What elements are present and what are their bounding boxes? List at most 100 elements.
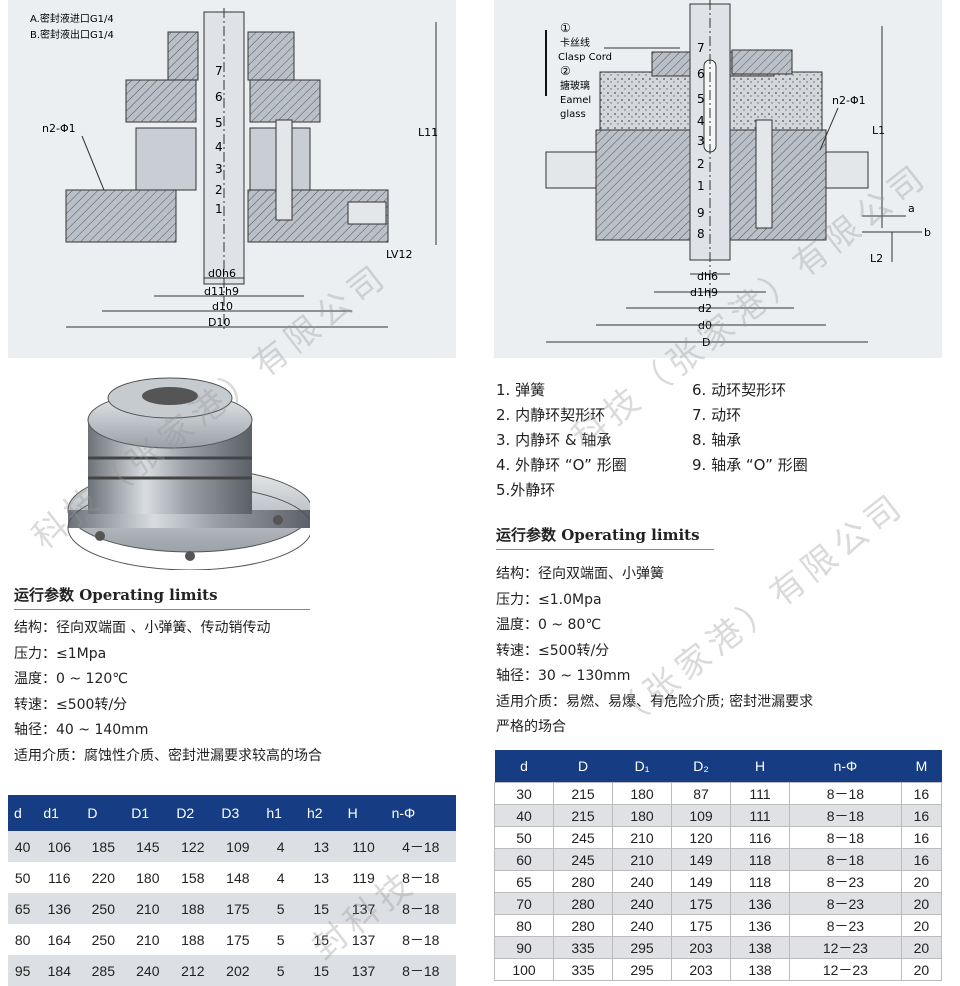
right-part-2: 2 [697,157,705,171]
callout-2-en2: glass [560,109,586,120]
col-header: D [553,750,613,783]
cell: 335 [553,958,613,981]
callout-1-cn: 卡丝线 [560,36,590,49]
cell: 5 [260,893,301,924]
col-header: D2 [170,795,216,831]
left-dim-d11h9: d11h9 [204,285,239,298]
cell: 175 [671,892,731,915]
right-hole-label: n2-Φ1 [832,94,866,107]
right-dim-d0: d0 [698,319,712,332]
cell: 295 [612,958,672,981]
cell: 16 [900,826,943,849]
cell: 87 [671,782,731,805]
cell: 15 [300,893,342,924]
callout-1-num: ① [560,21,571,35]
photo-bolt-hole-1 [95,531,105,541]
left-collar-left [167,31,199,81]
col-header: d1 [37,795,82,831]
left-part-7: 7 [215,64,223,78]
right-limits-title: 运行参数 Operating limits [496,524,714,550]
cell: 215 [553,782,613,805]
left-dim-D10: D10 [208,316,230,329]
cell: 111 [730,782,790,805]
cell: 8－23 [789,892,902,915]
cell: 149 [671,870,731,893]
cell: 8－23 [789,870,902,893]
cell: 50 [494,826,554,849]
col-header: D₁ [612,750,672,783]
cell: 180 [612,804,672,827]
cell: 188 [170,893,216,924]
cell: 65 [494,870,554,893]
right-part-4: 4 [697,114,705,128]
right-dim-d2: d2 [698,302,712,315]
right-collar-left [651,51,693,77]
col-header: H [730,750,790,783]
right-gland-left [599,71,697,131]
col-header: n-Φ [385,795,456,831]
right-part-6: 6 [697,67,705,81]
cell: 60 [494,848,554,871]
spec-line: 温度：0 ~ 80℃ [496,617,602,633]
cell: 203 [671,936,731,959]
right-dim-L2: L2 [870,252,883,265]
col-header: d [494,750,554,783]
callout-2-cn: 搪玻璃 [560,79,590,92]
cell: 65 [8,893,38,924]
cell: 210 [125,893,171,924]
cell: 280 [553,870,613,893]
left-port-fitting [347,201,387,225]
col-header: h2 [300,795,342,831]
cell: 13 [300,831,342,862]
cell: 250 [81,893,126,924]
cell: 90 [494,936,554,959]
col-header: h1 [260,795,301,831]
cell: 12－23 [789,936,902,959]
right-part-9: 9 [697,206,705,220]
cell: 116 [37,862,82,893]
cell: 120 [671,826,731,849]
cell: 8－18 [385,924,456,955]
left-dim-L11: L11 [418,126,438,139]
cell: 30 [494,782,554,805]
cell: 110 [341,831,386,862]
cell: 240 [612,870,672,893]
left-gland-right [249,79,321,123]
cell: 8－18 [385,862,456,893]
cell: 138 [730,936,790,959]
part-item: 7. 动环 [692,406,742,424]
callout-1-en: Clasp Cord [558,52,612,63]
left-hole-label: n2-Φ1 [42,122,76,135]
cell: 180 [125,862,171,893]
parts-list-col-1: 1. 弹簧 2. 内静环契形环 3. 内静环 & 轴承 4. 外静环 “O” 形… [496,378,627,503]
left-dim-d10: d10 [212,300,233,313]
cell: 80 [494,914,554,937]
cell: 4－18 [385,831,456,862]
legend-a: A.密封液进口G1/4 [30,12,114,25]
part-item: 5.外静环 [496,481,556,499]
spec-line: 温度：0 ~ 120℃ [14,671,128,687]
cell: 40 [8,831,38,862]
cell: 164 [37,924,82,955]
photo-bore [142,387,198,405]
cell: 220 [81,862,126,893]
part-item: 1. 弹簧 [496,381,546,399]
left-collar-right [247,31,295,81]
right-seal-drawing: ① 卡丝线 Clasp Cord ② 搪玻璃 Eamel glass 7 6 5… [494,0,942,358]
table-header-row: d D D₁ D₂ H n-Φ M [494,750,942,783]
part-item: 2. 内静环契形环 [496,406,606,424]
right-dim-L1: L1 [872,124,885,137]
cell: 158 [170,862,216,893]
cell: 210 [612,848,672,871]
parts-list-col-2: 6. 动环契形环 7. 动环 8. 轴承 9. 轴承 “O” 形圈 [692,378,808,478]
part-item: 3. 内静环 & 轴承 [496,431,612,449]
cell: 5 [260,924,301,955]
right-part-1: 1 [697,179,705,193]
